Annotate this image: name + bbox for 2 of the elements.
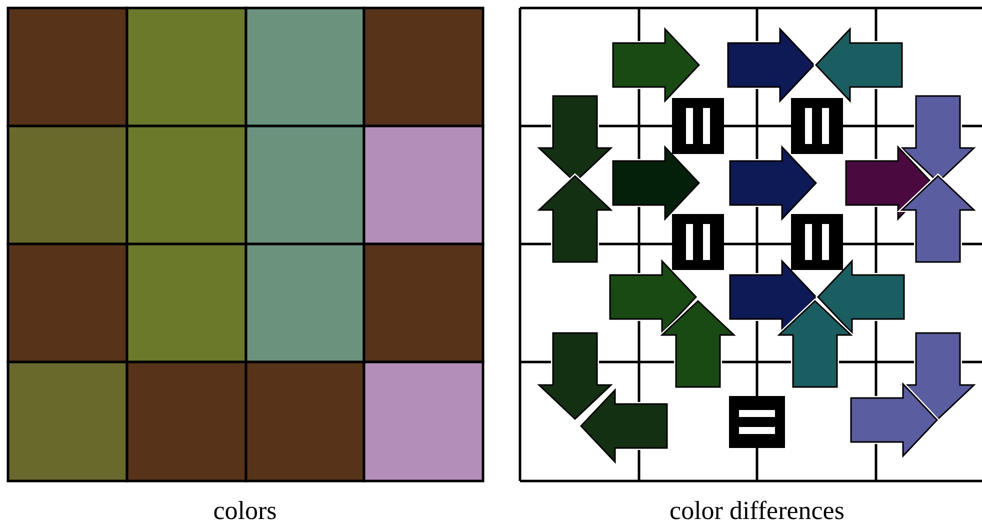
panel-caption: colors <box>213 496 277 523</box>
panel-caption: color differences <box>670 496 844 523</box>
